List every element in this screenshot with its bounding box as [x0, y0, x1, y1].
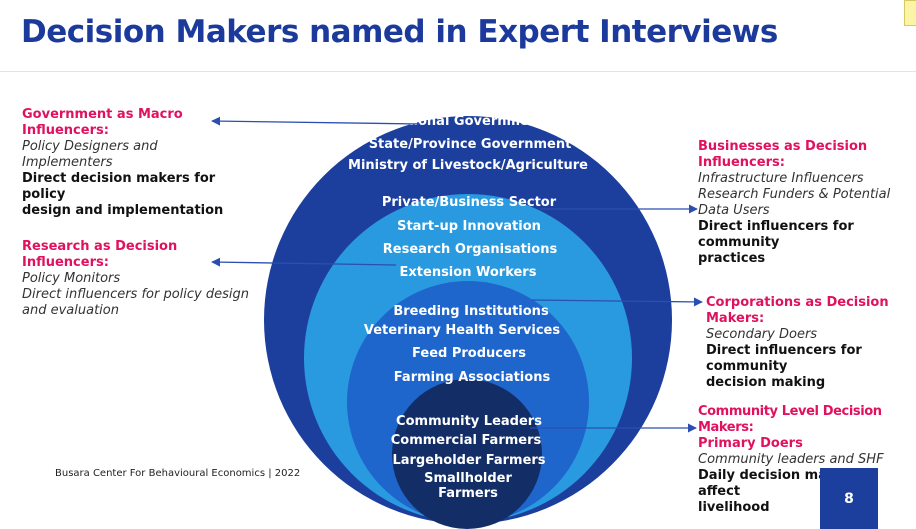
annotation-corporations: Corporations as Decision Makers: Seconda…: [706, 295, 914, 391]
annotation-heading: Research as Decision: [22, 239, 178, 254]
annotation-government: Government as Macro Influencers: Policy …: [22, 107, 237, 219]
annotation-heading: Government as Macro: [22, 107, 183, 122]
annotation-emphasis: livelihood: [698, 500, 770, 515]
page-number: 8: [820, 468, 878, 529]
inner-ring-community: [392, 379, 542, 529]
page-title: Decision Makers named in Expert Intervie…: [21, 14, 778, 50]
annotation-emphasis: practices: [698, 251, 766, 266]
annotation-emphasis: Direct decision makers for policy: [22, 171, 216, 202]
ring-label: Community Leaders: [396, 414, 542, 429]
annotation-subtext: and evaluation: [22, 303, 119, 318]
ring-label: Veterinary Health Services: [364, 323, 560, 338]
annotation-subtext: Data Users: [698, 203, 770, 218]
annotation-emphasis: Daily decision making to affect: [698, 468, 879, 499]
ring-label: Start-up Innovation: [397, 219, 541, 234]
annotation-heading: Influencers:: [698, 155, 785, 170]
annotation-subtext: Implementers: [22, 155, 113, 170]
ring-label: Breeding Institutions: [393, 304, 549, 319]
annotation-subtext: Secondary Doers: [706, 327, 818, 342]
sticky-note-tab[interactable]: [904, 0, 916, 26]
ring-label: Largeholder Farmers: [392, 453, 545, 468]
ring-label: Farmers: [438, 486, 498, 501]
annotation-emphasis: Direct influencers for community: [698, 219, 854, 250]
annotation-subtext: Policy Monitors: [22, 271, 121, 286]
ring-label: Ministry of Livestock/Agriculture: [348, 158, 588, 173]
annotation-businesses: Businesses as Decision Influencers: Infr…: [698, 139, 913, 267]
annotation-subtext: Direct influencers for policy design: [22, 287, 249, 302]
annotation-subtext: Community leaders and SHF: [698, 452, 884, 467]
annotation-subtext: Infrastructure Influencers: [698, 171, 864, 186]
ring-label: Farming Associations: [394, 370, 551, 385]
annotation-heading: Influencers:: [22, 255, 109, 270]
annotation-heading: Corporations as Decision: [706, 295, 889, 310]
annotation-subtext: Policy Designers and: [22, 139, 158, 154]
ring-label: National Government: [388, 114, 545, 129]
annotation-emphasis: Direct influencers for community: [706, 343, 862, 374]
ring-label: Commercial Farmers: [391, 433, 542, 448]
footer-credit: Busara Center For Behavioural Economics …: [55, 468, 301, 479]
annotation-community: Community Level Decision Makers: Primary…: [698, 404, 914, 516]
ring-label: Research Organisations: [383, 242, 558, 257]
annotation-heading: Primary Doers: [698, 436, 803, 451]
annotation-subtext: Research Funders & Potential: [698, 187, 891, 202]
annotation-heading: Community Level Decision Makers:: [698, 404, 882, 435]
ring-label: State/Province Government: [369, 137, 572, 152]
ring-label: Private/Business Sector: [382, 195, 557, 210]
annotation-emphasis: decision making: [706, 375, 826, 390]
ring-label: Extension Workers: [400, 265, 537, 280]
annotation-heading: Makers:: [706, 311, 765, 326]
annotation-research: Research as Decision Influencers: Policy…: [22, 239, 252, 319]
ring-label: Smallholder: [424, 471, 512, 486]
annotation-heading: Influencers:: [22, 123, 109, 138]
arrow-corporations: [531, 297, 703, 307]
annotation-emphasis: design and implementation: [22, 203, 224, 218]
arrow-government: [211, 116, 421, 126]
ring-label: Feed Producers: [412, 346, 526, 361]
title-divider: [0, 71, 916, 72]
annotation-heading: Businesses as Decision: [698, 139, 868, 154]
arrow-research: [211, 257, 397, 267]
